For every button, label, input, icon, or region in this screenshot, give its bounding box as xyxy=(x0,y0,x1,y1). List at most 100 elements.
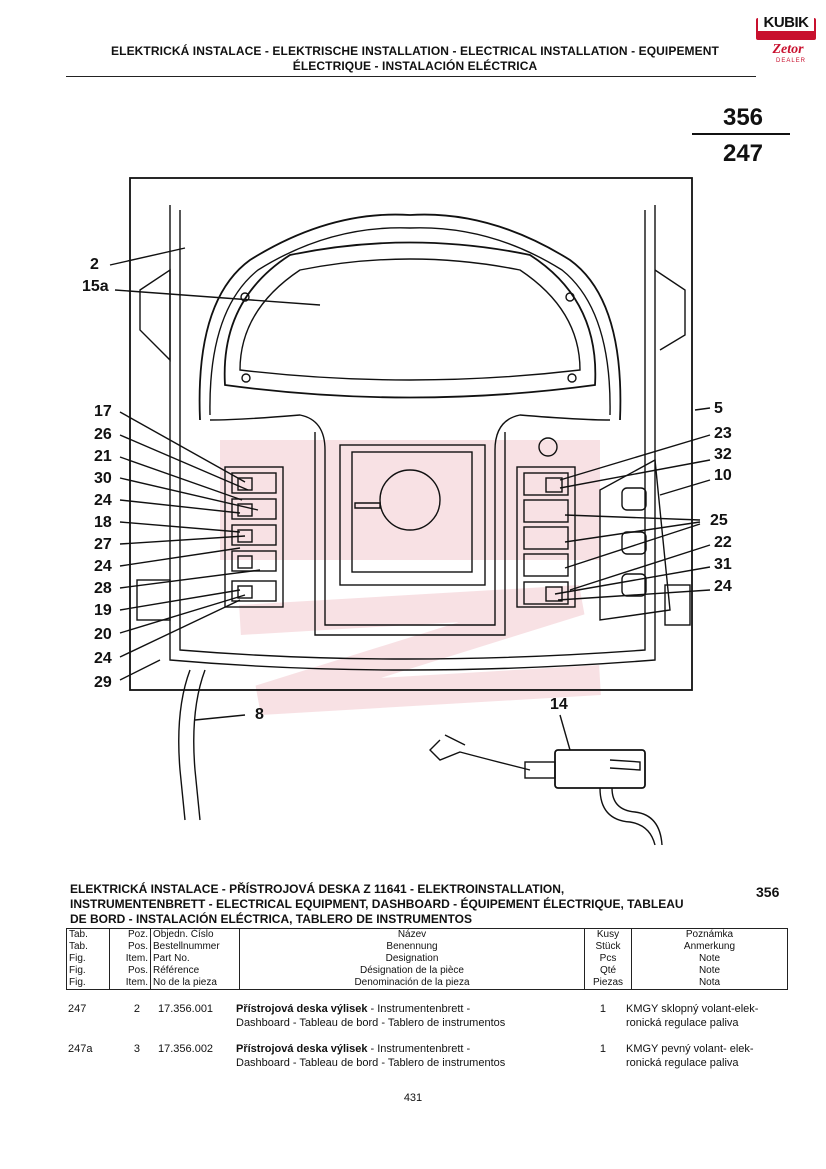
cluster-screw xyxy=(240,292,250,302)
switch-slot xyxy=(231,498,277,520)
callout-19: 19 xyxy=(94,602,112,619)
callout-10: 10 xyxy=(714,467,732,484)
switch-lamp xyxy=(237,503,253,517)
leader-line xyxy=(119,535,246,545)
dashboard-diagram: 2 15a 17 26 21 30 24 18 27 24 28 19 20 2… xyxy=(0,170,826,850)
header-title: ELEKTRICKÁ INSTALACE - ELEKTRISCHE INSTA… xyxy=(70,44,760,74)
callout-26: 26 xyxy=(94,426,112,443)
leader-line xyxy=(119,594,246,634)
switch-slot xyxy=(523,472,569,496)
right-lower-tab xyxy=(664,584,691,626)
leader-line xyxy=(554,566,711,595)
row-pos: 3 xyxy=(133,1043,140,1055)
switch-lamp xyxy=(237,477,253,491)
leader-line xyxy=(119,569,261,589)
leader-line xyxy=(559,714,571,751)
panel-inner-frame-2 xyxy=(179,210,646,660)
row-name: Přístrojová deska výlisek - Instrumenten… xyxy=(236,1043,506,1069)
cluster-screw xyxy=(567,373,577,383)
right-side-pod xyxy=(599,458,671,621)
cluster-screw xyxy=(241,373,251,383)
leader-line xyxy=(119,499,241,514)
switch-slot xyxy=(523,581,569,605)
kubik-zetor-logo: KUBIK Zetor DEALER xyxy=(756,12,816,68)
callout-23: 23 xyxy=(714,425,732,442)
left-lower-tab xyxy=(136,579,171,621)
leader-line xyxy=(659,479,711,496)
cluster-display xyxy=(223,241,597,399)
page-number-rule xyxy=(692,133,790,135)
leader-line xyxy=(569,544,711,591)
leader-line xyxy=(559,434,711,481)
leader-line xyxy=(114,289,321,306)
section-title-line3: DE BORD - INSTALACIÓN ELÉCTRICA, TABLERO… xyxy=(70,912,472,926)
callout-27: 27 xyxy=(94,536,112,553)
cluster-screw xyxy=(565,292,575,302)
callout-20: 20 xyxy=(94,626,112,643)
leader-line xyxy=(119,477,259,511)
switch-slot xyxy=(523,553,569,577)
dashboard-drawing xyxy=(109,177,711,846)
callout-5: 5 xyxy=(714,400,723,417)
callout-17: 17 xyxy=(94,403,112,420)
section-number: 356 xyxy=(756,884,780,900)
row-pos: 2 xyxy=(133,1003,140,1015)
logo-dealer-text: DEALER xyxy=(776,58,807,64)
header-rule xyxy=(66,76,756,77)
leader-line xyxy=(109,247,186,266)
parts-rows: 247 2 17.356.001 Přístrojová deska výlis… xyxy=(66,1002,788,1082)
leader-line xyxy=(119,456,243,501)
console-panel xyxy=(339,444,486,586)
switch-lamp xyxy=(237,585,253,599)
panel-outline xyxy=(129,177,693,691)
console-recess xyxy=(351,451,473,573)
switch-lamp xyxy=(545,477,563,493)
leader-line xyxy=(564,521,701,543)
console-top-edge xyxy=(209,414,611,626)
group-number: 356 xyxy=(722,104,764,131)
callout-24: 24 xyxy=(714,578,732,595)
console-hole xyxy=(538,437,558,457)
leader-line xyxy=(119,411,246,483)
switch-slot xyxy=(523,499,569,523)
row-part-number: 17.356.002 xyxy=(158,1043,214,1055)
parts-table-header: Tab.Tab.Fig.Fig.Fig. Poz.Pos.Item.Pos.It… xyxy=(66,928,788,990)
leader-line xyxy=(119,659,161,681)
cluster-window xyxy=(239,258,581,381)
row-note: KMGY sklopný volant-elek-ronická regulac… xyxy=(626,1003,759,1029)
figure-number: 247 xyxy=(722,140,764,167)
console-sides xyxy=(314,432,506,636)
col-tab: Tab.Tab.Fig.Fig.Fig. xyxy=(66,928,110,990)
left-bracket xyxy=(139,268,171,362)
callout-24: 24 xyxy=(94,492,112,509)
table-row: 247a 3 17.356.002 Přístrojová deska výli… xyxy=(66,1042,788,1082)
switch-slot xyxy=(523,526,569,550)
row-note: KMGY pevný volant- elek-ronická regulace… xyxy=(626,1043,754,1069)
callout-22: 22 xyxy=(714,534,732,551)
row-name: Přístrojová deska výlisek - Instrumenten… xyxy=(236,1003,506,1029)
row-tab: 247 xyxy=(68,1003,87,1015)
row-qty: 1 xyxy=(599,1003,606,1015)
connector-cable xyxy=(611,787,663,846)
table-row: 247 2 17.356.001 Přístrojová deska výlis… xyxy=(66,1002,788,1042)
pod-switch xyxy=(621,487,647,511)
callout-14: 14 xyxy=(550,696,568,713)
header-title-line1: ELEKTRICKÁ INSTALACE - ELEKTRISCHE INSTA… xyxy=(111,44,719,58)
leader-line xyxy=(564,514,701,521)
leader-line xyxy=(119,521,241,533)
right-bracket xyxy=(654,269,686,351)
harness-cable xyxy=(193,669,206,821)
connector-slot xyxy=(609,759,641,771)
connector-lead xyxy=(429,739,531,771)
leader-line xyxy=(194,714,246,721)
section-title: ELEKTRICKÁ INSTALACE - PŘÍSTROJOVÁ DESKA… xyxy=(70,882,740,927)
callout-8: 8 xyxy=(255,706,264,723)
leader-line xyxy=(564,523,701,569)
connector-lead xyxy=(444,734,466,746)
leader-line xyxy=(119,589,241,611)
section-title-line2: INSTRUMENTENBRETT - ELECTRICAL EQUIPMENT… xyxy=(70,897,684,911)
callout-18: 18 xyxy=(94,514,112,531)
header-title-line2: ÉLECTRIQUE - INSTALACIÓN ELÉCTRICA xyxy=(292,59,538,73)
